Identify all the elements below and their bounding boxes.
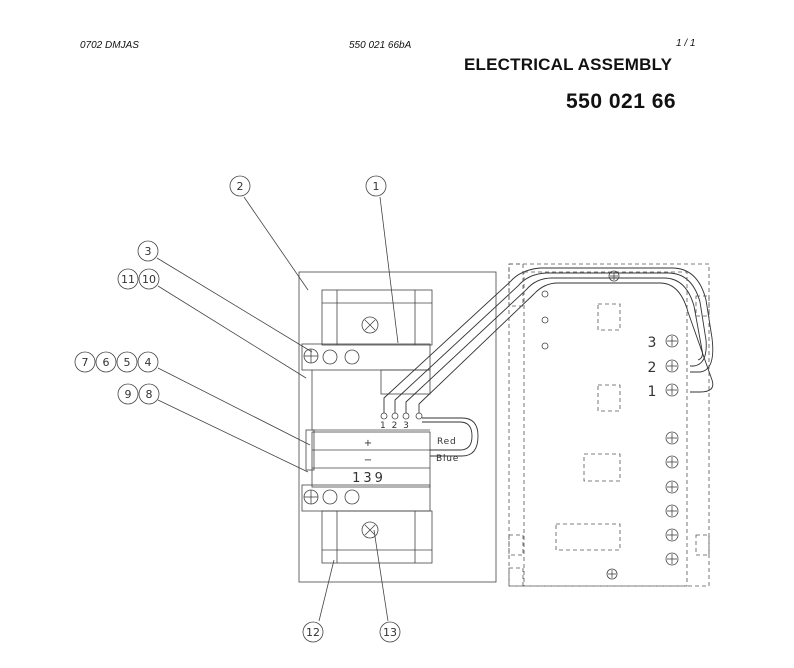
upper-clamp-bar bbox=[301, 343, 431, 371]
control-board bbox=[508, 263, 710, 587]
callout-circle-10 bbox=[138, 268, 160, 290]
lower-bracket bbox=[321, 510, 433, 564]
red-blue-wires bbox=[422, 417, 479, 457]
leader-2 bbox=[243, 196, 309, 291]
callout-label-5: 5 bbox=[124, 356, 131, 369]
signal-cable bbox=[383, 267, 714, 413]
connector-housing bbox=[380, 369, 431, 395]
callout-label-7: 7 bbox=[82, 356, 89, 369]
lower-clamp-bar bbox=[301, 484, 431, 512]
callout-label-3: 3 bbox=[145, 245, 152, 258]
terminal-pins bbox=[380, 412, 423, 420]
part-number: 550 021 66 bbox=[566, 90, 677, 113]
callout-circle-11 bbox=[117, 268, 139, 290]
callout-label-2: 2 bbox=[237, 180, 244, 193]
callout-circle-13 bbox=[379, 621, 401, 643]
block-value: 139 bbox=[352, 471, 386, 486]
wire-label-red: Red bbox=[437, 437, 457, 447]
lower-screw bbox=[361, 521, 379, 539]
upper-bracket bbox=[321, 289, 433, 346]
callout-circle-9 bbox=[117, 383, 139, 405]
callout-label-9: 9 bbox=[125, 388, 132, 401]
callout-label-1: 1 bbox=[373, 180, 380, 193]
leader-12 bbox=[318, 559, 335, 622]
board-terminal-label-1: 1 bbox=[648, 384, 657, 400]
callout-circle-12 bbox=[302, 621, 324, 643]
callout-circles bbox=[74, 175, 401, 643]
callout-label-4: 4 bbox=[145, 356, 152, 369]
callout-circle-7 bbox=[74, 351, 96, 373]
wire-label-blue: Blue bbox=[436, 454, 459, 464]
callout-circle-5 bbox=[116, 351, 138, 373]
callout-label-12: 12 bbox=[306, 626, 320, 639]
minus-symbol: − bbox=[364, 455, 372, 466]
pin-labels: 1 2 3 bbox=[380, 421, 410, 431]
leader-4 bbox=[157, 367, 311, 446]
leader-8 bbox=[157, 399, 309, 473]
callout-circle-1 bbox=[365, 175, 387, 197]
document-code: 0702 DMJAS bbox=[80, 40, 139, 51]
callout-circle-2 bbox=[229, 175, 251, 197]
board-terminal-screws bbox=[665, 334, 679, 566]
page-indicator: 1 / 1 bbox=[676, 38, 696, 49]
leader-10 bbox=[157, 285, 307, 379]
callout-circle-3 bbox=[137, 240, 159, 262]
board-terminal-label-3: 3 bbox=[648, 335, 657, 351]
callout-label-6: 6 bbox=[103, 356, 110, 369]
terminal-block: + − 139 bbox=[305, 429, 431, 488]
callout-circle-6 bbox=[95, 351, 117, 373]
leader-lines bbox=[156, 196, 399, 622]
callout-circle-4 bbox=[137, 351, 159, 373]
document-title: ELECTRICAL ASSEMBLY bbox=[464, 55, 673, 74]
leader-1 bbox=[379, 196, 399, 344]
board-terminal-label-2: 2 bbox=[648, 360, 657, 376]
mounting-plate bbox=[298, 271, 497, 583]
callout-label-11: 11 bbox=[121, 273, 135, 286]
upper-screw bbox=[361, 316, 379, 334]
leader-3 bbox=[156, 257, 313, 353]
document-reference: 550 021 66bA bbox=[349, 40, 412, 51]
plus-symbol: + bbox=[364, 438, 372, 449]
callout-circle-8 bbox=[138, 383, 160, 405]
callout-label-8: 8 bbox=[146, 388, 153, 401]
callout-label-10: 10 bbox=[142, 273, 156, 286]
callout-label-13: 13 bbox=[383, 626, 397, 639]
leader-13 bbox=[373, 529, 389, 622]
